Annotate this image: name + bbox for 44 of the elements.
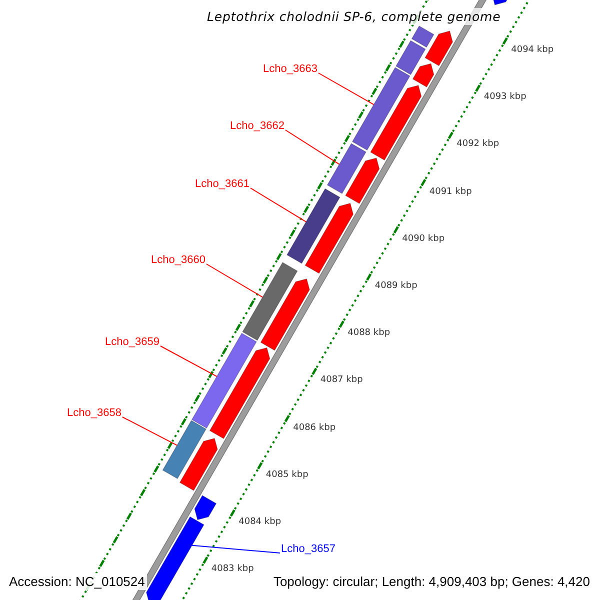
scale-label: 4088 kbp [348, 328, 390, 338]
scale-label: 4092 kbp [456, 139, 500, 150]
scale-label: 4085 kbp [266, 470, 308, 480]
gene-block [370, 84, 422, 161]
gene-label: Lcho_3658 [67, 407, 122, 419]
gene-block [260, 278, 310, 351]
cds-bar [352, 67, 410, 151]
leader-line [250, 188, 307, 222]
cds-bar [191, 332, 257, 429]
cds-bar [326, 143, 366, 194]
scale-label: 4083 kbp [211, 564, 254, 574]
cds-bar [162, 420, 206, 480]
scale-label: 4094 kbp [511, 45, 554, 56]
cds-bar [396, 40, 426, 75]
gene-block [345, 158, 380, 204]
scale-label: 4091 kbp [429, 186, 472, 197]
scale-label: 4086 kbp [293, 422, 336, 433]
cds-bar [286, 188, 340, 264]
leader-line [284, 130, 340, 165]
title: Leptothrix cholodnii SP-6, complete genome [205, 8, 503, 25]
scale-label: 4084 kbp [238, 517, 282, 527]
leader-line [192, 544, 280, 554]
scale-label: 4090 kbp [402, 234, 445, 244]
gene-label: Lcho_3661 [195, 178, 250, 190]
leader-line [122, 416, 178, 446]
gene-block [304, 202, 354, 274]
gene-block [179, 438, 218, 491]
gene-label: Lcho_3662 [230, 120, 284, 132]
scale-label: 4087 kbp [320, 375, 363, 386]
cds-bar [242, 262, 298, 341]
gene-label: Lcho_3659 [105, 336, 160, 348]
scale-label: 4089 kbp [374, 281, 418, 291]
gene-label: Lcho_3660 [151, 254, 206, 266]
gene-label: Lcho_3663 [263, 63, 318, 75]
gene-block [194, 495, 217, 520]
leader-line [160, 346, 218, 377]
gene-block [209, 347, 270, 439]
scale-label: 4093 kbp [484, 92, 526, 102]
gene-block [146, 516, 204, 600]
gene-block [424, 30, 453, 66]
accession-text: Accession: NC_010524 [7, 573, 147, 590]
gene-label: Lcho_3657 [281, 543, 336, 555]
leader-line [318, 72, 374, 106]
leader-line [206, 264, 264, 298]
